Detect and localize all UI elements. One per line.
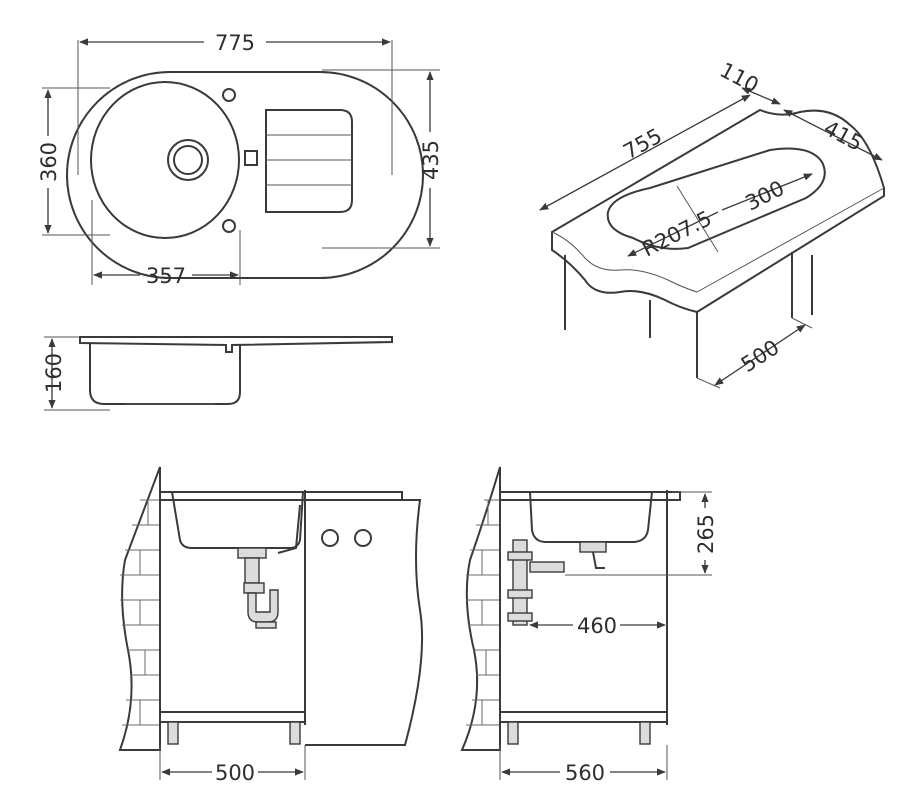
- dim-500-iso: 500: [737, 335, 784, 377]
- sink-outline: [66, 71, 424, 279]
- dim-line: [714, 324, 806, 386]
- dim-560: 560: [565, 761, 605, 785]
- overflow: [244, 150, 258, 166]
- horizontal-pipe: [529, 561, 565, 573]
- dim-line: [741, 87, 781, 105]
- leg: [507, 721, 519, 745]
- dim-435: 435: [419, 140, 443, 180]
- drain-fitting: [237, 547, 267, 559]
- leg: [167, 721, 179, 745]
- dim-755: 755: [619, 124, 666, 164]
- hole: [321, 529, 339, 547]
- leg: [639, 721, 651, 745]
- dim-460: 460: [577, 614, 617, 638]
- wall-edge: [118, 466, 161, 751]
- dim-265: 265: [694, 514, 718, 554]
- hole: [354, 529, 372, 547]
- tap-hole-top: [222, 88, 236, 102]
- leg: [289, 721, 301, 745]
- dim-line: [627, 211, 719, 257]
- iso-view: 755 110 415 300 R207.5 500: [539, 58, 885, 389]
- countertop-side: [499, 491, 681, 501]
- ext-line: [791, 317, 813, 329]
- trap-base: [255, 621, 277, 629]
- sink-rim: [79, 336, 393, 353]
- countertop-front: [159, 491, 403, 501]
- dim-360: 360: [37, 142, 61, 182]
- dim-line: [721, 173, 813, 211]
- cabinet-sides: [564, 252, 813, 378]
- drain-bend: [592, 551, 605, 569]
- dim-line: [783, 109, 883, 161]
- drain-fitting: [579, 541, 607, 553]
- ext-line: [696, 377, 721, 389]
- brick-wall: [120, 499, 160, 726]
- adjacent-cabinet: [305, 499, 424, 746]
- drainboard: [265, 109, 353, 213]
- drain-inner: [173, 145, 203, 175]
- trap-nut: [507, 589, 533, 599]
- dim-110: 110: [716, 58, 763, 98]
- dim-line: [539, 94, 751, 211]
- trap: [247, 589, 279, 623]
- brick-wall: [466, 499, 500, 726]
- dim-r207: R207.5: [638, 206, 715, 261]
- trap-nut: [507, 551, 533, 561]
- drain-pipe: [244, 557, 260, 584]
- drain-outer: [167, 139, 209, 181]
- dim-415: 415: [820, 116, 867, 156]
- vertical-trap: [512, 539, 528, 626]
- wall-edge: [460, 466, 501, 751]
- front-install-view: 500: [118, 466, 424, 785]
- dim-775: 775: [215, 31, 255, 55]
- bowl-profile: [89, 343, 241, 405]
- sink-opening: [606, 147, 826, 250]
- trap-nut: [243, 582, 265, 594]
- dim-160: 160: [42, 353, 66, 393]
- overflow-pipe: [277, 504, 301, 554]
- top-view: 775 360 435 357: [37, 31, 443, 288]
- tap-hole-bottom: [222, 219, 236, 233]
- side-view: 160: [42, 336, 393, 411]
- dim-357: 357: [146, 264, 186, 288]
- dim-500-front: 500: [215, 761, 255, 785]
- trap-nut: [507, 612, 533, 622]
- countertop-edge: [551, 187, 885, 293]
- side-install-view: 265 460 560: [460, 466, 718, 785]
- bowl-outline: [90, 81, 240, 239]
